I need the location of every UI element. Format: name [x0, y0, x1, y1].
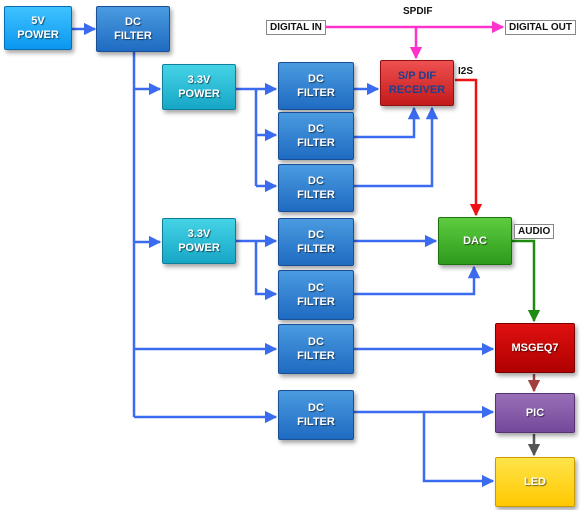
dc-filter-7-block: DC FILTER [278, 390, 354, 440]
dc-filter-5-block: DC FILTER [278, 270, 354, 320]
wire-f5-to-dac [354, 265, 481, 296]
dc-filter-3-block: DC FILTER [278, 164, 354, 212]
wire-audio [512, 239, 541, 323]
wire-f2-to-rx [354, 106, 421, 139]
dc-filter-1-block: DC FILTER [278, 62, 354, 110]
wire-i2s [455, 78, 483, 217]
power-3v3-a-block: 3.3V POWER [162, 64, 236, 110]
spdif-receiver-block: S/P DIF RECEIVER [380, 60, 454, 106]
msgeq7-block: MSGEQ7 [495, 323, 575, 373]
dc-filter-main-block: DC FILTER [96, 6, 170, 52]
power-3v3-b-block: 3.3V POWER [162, 218, 236, 264]
dc-filter-4-block: DC FILTER [278, 218, 354, 266]
power-5v-block: 5V POWER [4, 6, 72, 50]
dac-block: DAC [438, 217, 512, 265]
dc-filter-6-block: DC FILTER [278, 324, 354, 374]
digital-out-label: DIGITAL OUT [505, 20, 576, 35]
dc-filter-2-block: DC FILTER [278, 112, 354, 160]
wire-f7-to-led [422, 412, 495, 488]
led-block: LED [495, 457, 575, 507]
digital-in-label: DIGITAL IN [266, 20, 326, 35]
wire-33b-branch [254, 241, 278, 301]
i2s-label: I2S [458, 66, 474, 77]
pic-block: PIC [495, 393, 575, 433]
audio-label: AUDIO [514, 224, 555, 239]
wire-f3-to-rx [354, 106, 439, 188]
spdif-label: SPDIF [403, 6, 433, 17]
